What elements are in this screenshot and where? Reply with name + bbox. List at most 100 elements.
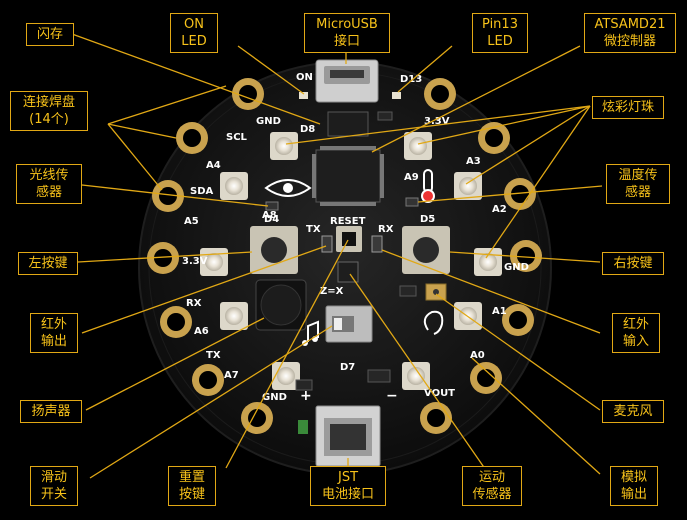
mic-label: 麦克风 xyxy=(602,400,664,423)
slide-switch[interactable] xyxy=(325,305,373,343)
silk-a9: A9 xyxy=(404,172,419,183)
silk-a2: A2 xyxy=(492,204,507,215)
microusb-label: MicroUSB 接口 xyxy=(304,13,390,53)
pin13-led-label-line2: LED xyxy=(487,34,513,49)
neopixel xyxy=(404,132,432,160)
silk-plus: + xyxy=(300,388,312,404)
slide-switch-label-line1: 滑动 xyxy=(40,470,67,485)
slide-switch-label-line2: 开关 xyxy=(40,487,67,502)
microusb-label-line2: 接口 xyxy=(333,34,360,49)
ir-receiver xyxy=(371,235,383,253)
neopixel xyxy=(474,248,502,276)
silk-minus: − xyxy=(386,388,398,404)
pad xyxy=(147,242,179,274)
pad xyxy=(478,122,510,154)
jst-label: JST 电池接口 xyxy=(310,466,386,506)
pin13-led-label: Pin13 LED xyxy=(472,13,528,53)
ir-in-label-line2: 输入 xyxy=(622,334,649,349)
pin13-led xyxy=(392,92,401,99)
ir-out-label-line1: 红外 xyxy=(40,317,67,332)
silk-a1: A1 xyxy=(492,306,507,317)
silk-d7: D7 xyxy=(340,362,355,373)
speaker-label: 扬声器 xyxy=(20,400,82,423)
silk-vout: VOUT xyxy=(424,388,455,399)
silk-a0: A0 xyxy=(470,350,485,361)
reset-button[interactable] xyxy=(336,226,362,252)
pad xyxy=(192,364,224,396)
pad xyxy=(470,362,502,394)
temp-sensor-label-line2: 感器 xyxy=(624,185,651,200)
silk-sda: SDA xyxy=(190,186,214,197)
on-led-label: ON LED xyxy=(170,13,218,53)
silk-tx: TX xyxy=(306,224,321,235)
neopixel xyxy=(220,172,248,200)
neopixel xyxy=(270,132,298,160)
analog-output-label-line2: 输出 xyxy=(620,487,647,502)
silk-a8: A8 xyxy=(262,210,277,221)
silk-rx: RX xyxy=(378,224,394,235)
silk-d13: D13 xyxy=(400,74,422,85)
neopixel xyxy=(220,302,248,330)
temp-sensor-label-line1: 温度传 xyxy=(618,168,658,183)
silk-d4: D4 xyxy=(264,214,279,225)
right-button-label-text: 右按键 xyxy=(613,256,653,271)
pad xyxy=(160,306,192,338)
silk-d5: D5 xyxy=(420,214,435,225)
pads-label-line2: (14个) xyxy=(29,112,69,127)
silk-scl: SCL xyxy=(226,132,248,143)
pad xyxy=(176,122,208,154)
atsamd21-label: ATSAMD21 微控制器 xyxy=(584,13,676,53)
battery-led xyxy=(298,420,308,434)
silk-on: ON xyxy=(296,72,313,83)
silk-reset: RESET xyxy=(330,216,366,227)
flash-chip xyxy=(327,111,369,137)
silk-gnd-right: GND xyxy=(504,262,529,273)
eye-icon xyxy=(264,179,312,197)
microusb-connector xyxy=(315,59,379,103)
ear-icon xyxy=(423,310,444,335)
pin13-led-label-line1: Pin13 xyxy=(482,17,518,32)
silk-a3: A3 xyxy=(466,156,481,167)
silk-33v-left: 3.3V xyxy=(182,256,208,267)
neopixel xyxy=(402,362,430,390)
ir-out-label-line2: 输出 xyxy=(40,334,67,349)
microusb-label-line1: MicroUSB xyxy=(316,17,378,32)
temp-sensor xyxy=(405,197,419,207)
silk-a4: A4 xyxy=(206,160,221,171)
ir-in-label-line1: 红外 xyxy=(622,317,649,332)
pad xyxy=(420,402,452,434)
left-button[interactable] xyxy=(250,226,298,274)
silk-a7: A7 xyxy=(224,370,239,381)
analog-output-label-line1: 模拟 xyxy=(620,470,647,485)
pad xyxy=(504,178,536,210)
speaker xyxy=(255,279,307,331)
pads-label: 连接焊盘 (14个) xyxy=(10,91,88,131)
microphone xyxy=(425,283,447,301)
slide-switch-label: 滑动 开关 xyxy=(30,466,78,506)
mic-label-text: 麦克风 xyxy=(613,404,653,419)
thermometer-icon xyxy=(421,169,435,203)
reset-label-line2: 按键 xyxy=(178,487,205,502)
pad xyxy=(241,402,273,434)
silk-d8: D8 xyxy=(300,124,315,135)
pad xyxy=(502,304,534,336)
right-button-label: 右按键 xyxy=(602,252,664,275)
pad xyxy=(424,78,456,110)
on-led-label-line2: LED xyxy=(181,34,207,49)
jst-connector xyxy=(315,405,381,467)
on-led-label-line1: ON xyxy=(184,17,204,32)
connection-pads xyxy=(147,78,542,434)
neopixel-label: 炫彩灯珠 xyxy=(592,96,664,119)
silk-rx-left: RX xyxy=(186,298,202,309)
silk-gnd-bottom: GND xyxy=(262,392,287,403)
silk-zx: Z=X xyxy=(320,286,344,297)
atsamd21-label-line2: 微控制器 xyxy=(603,34,656,49)
pad xyxy=(232,78,264,110)
ir-out-label: 红外 输出 xyxy=(30,313,78,353)
reset-label-line1: 重置 xyxy=(178,470,205,485)
on-led xyxy=(299,92,308,99)
silk-gnd-top: GND xyxy=(256,116,281,127)
silk-33v-top: 3.3V xyxy=(424,116,450,127)
atsamd21-label-line1: ATSAMD21 xyxy=(594,17,666,32)
